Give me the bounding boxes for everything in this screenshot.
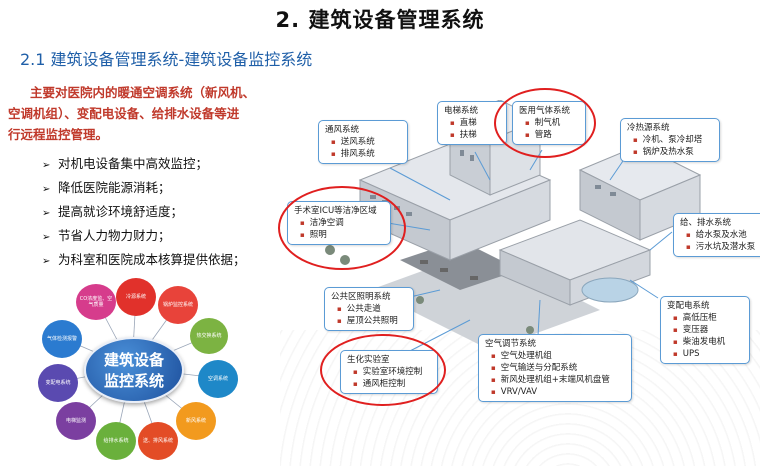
arrow-bullet-icon: ➢ — [42, 160, 51, 171]
arrow-bullet-icon: ➢ — [42, 184, 51, 195]
hub-line-1: 建筑设备 — [103, 351, 164, 369]
arrow-bullet-icon: ➢ — [42, 256, 51, 267]
highlight-ring-biochem-lab — [320, 334, 446, 406]
petal-power: 变配电系统 — [38, 364, 78, 402]
petal-fresh-air: 新风系统 — [176, 402, 216, 440]
callout-water: 给、排水系统 给水泵及水池 污水坑及潜水泵 — [673, 213, 760, 257]
callout-public-lighting: 公共区照明系统 公共走道 屋顶公共照明 — [324, 287, 414, 331]
petal-co-air-quality: CO浓度监、空气质量 — [76, 284, 116, 320]
petal-aircon: 空调系统 — [198, 360, 238, 398]
section-subtitle: 2.1 建筑设备管理系统-建筑设备监控系统 — [20, 50, 313, 69]
arrow-bullet-icon: ➢ — [42, 232, 51, 243]
callout-ventilation: 通风系统 送风系统 排风系统 — [318, 120, 408, 164]
diagram-hub: 建筑设备 监控系统 — [84, 337, 184, 403]
petal-cold-source: 冷源系统 — [116, 278, 156, 316]
list-item: ➢为科室和医院成本核算提供依据； — [42, 248, 246, 272]
callout-cold-heat-source: 冷热源系统 冷机、泵冷却塔 锅炉及热水泵 — [620, 118, 720, 162]
list-item: ➢对机电设备集中高效监控； — [42, 152, 246, 176]
highlight-ring-clean-area — [278, 186, 406, 270]
callout-air-conditioning: 空气调节系统 空气处理机组 空气输送与分配系统 新风处理机组+末端风机盘管 VR… — [478, 334, 632, 402]
intro-paragraph: 主要对医院内的暖通空调系统（新风机、 空调机组）、变配电设备、给排水设备等进 行… — [8, 82, 278, 145]
benefit-list: ➢对机电设备集中高效监控； ➢降低医院能源消耗； ➢提高就诊环境舒适度； ➢节省… — [42, 152, 246, 272]
list-item: ➢提高就诊环境舒适度； — [42, 200, 246, 224]
petal-gas-alarm: 气体检测报警 — [42, 320, 82, 358]
petal-boiler: 锅炉监控系统 — [158, 286, 198, 324]
intro-line-1: 主要对医院内的暖通空调系统（新风机、 — [30, 85, 256, 100]
list-item: ➢节省人力物力财力； — [42, 224, 246, 248]
petal-elevator: 电梯监测 — [56, 402, 96, 440]
list-item: ➢降低医院能源消耗； — [42, 176, 246, 200]
arrow-bullet-icon: ➢ — [42, 208, 51, 219]
callout-elevator: 电梯系统 直梯 扶梯 — [437, 101, 507, 145]
highlight-ring-medical-gas — [494, 88, 596, 158]
page-title: 2. 建筑设备管理系统 — [275, 8, 485, 32]
intro-line-3: 行远程监控管理。 — [8, 127, 109, 142]
petal-supply-exhaust: 送、排风系统 — [138, 422, 178, 460]
callout-power: 变配电系统 高低压柜 变压器 柴油发电机 UPS — [660, 296, 750, 364]
intro-line-2: 空调机组）、变配电设备、给排水设备等进 — [8, 106, 240, 121]
hub-line-2: 监控系统 — [103, 372, 164, 390]
petal-heat-exchange: 热交换系统 — [190, 318, 228, 354]
petal-water: 给排水系统 — [96, 422, 136, 460]
